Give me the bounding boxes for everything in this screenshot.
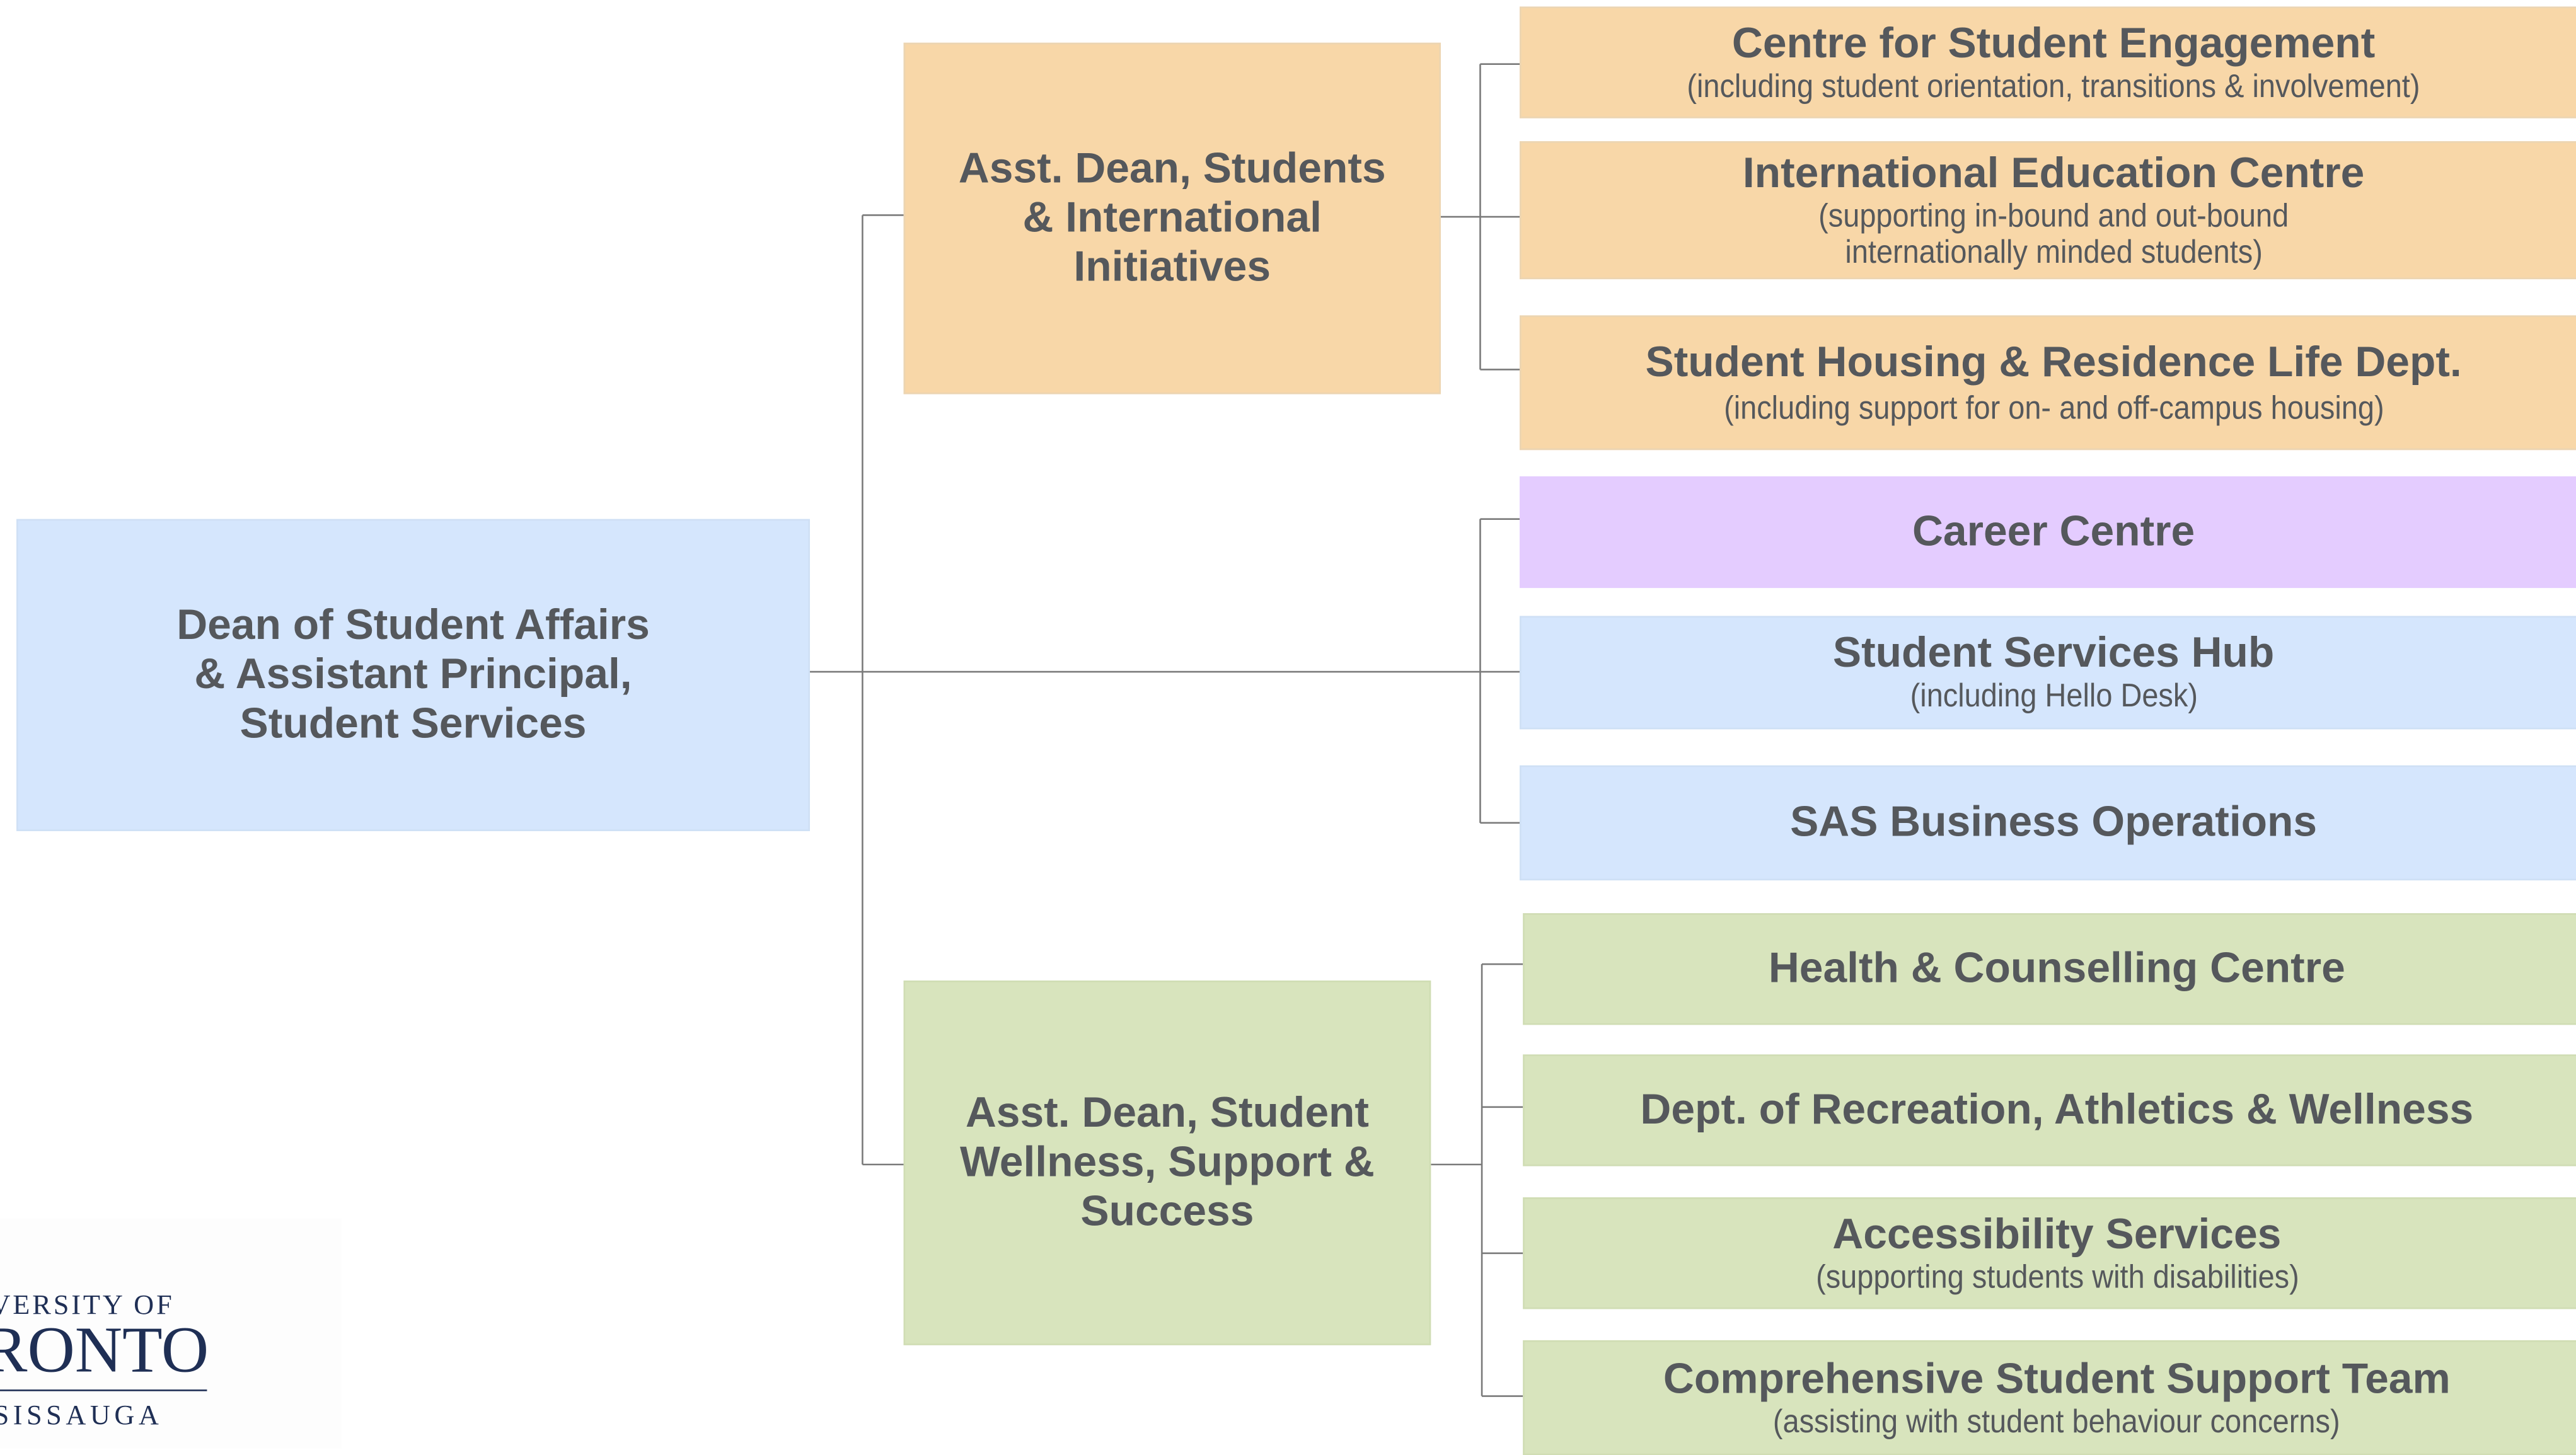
unit-recreation-athletics: Dept. of Recreation, Athletics & Wellnes… [1523, 1054, 2576, 1166]
logo-line-1: VERSITY OF [0, 1289, 175, 1321]
unit-student-housing: Student Housing & Residence Life Dept. (… [1520, 315, 2576, 451]
unit-career-centre: Career Centre [1520, 476, 2576, 589]
unit-international-education: International Education Centre (supporti… [1520, 141, 2576, 280]
asst-dean-wellness-line-1: Asst. Dean, Student [965, 1087, 1369, 1137]
unit-title: Dept. of Recreation, Athletics & Wellnes… [1640, 1084, 2474, 1134]
university-logo: VERSITY OF RONTO SISSAUGA [0, 1219, 342, 1449]
unit-title: Career Centre [1912, 505, 2195, 556]
unit-title: SAS Business Operations [1790, 797, 2318, 846]
asst-dean-wellness-line-2: Wellness, Support & [960, 1136, 1375, 1187]
unit-health-counselling: Health & Counselling Centre [1523, 913, 2576, 1025]
unit-student-support-team: Comprehensive Student Support Team (assi… [1523, 1340, 2576, 1455]
unit-subtitle: internationally minded students) [1844, 234, 2263, 271]
unit-subtitle: (including support for on- and off-campu… [1723, 390, 2384, 427]
unit-subtitle: (supporting in-bound and out-bound [1818, 198, 2289, 234]
dean-title-line-1: Dean of Student Affairs [176, 599, 650, 649]
unit-accessibility-services: Accessibility Services (supporting stude… [1523, 1197, 2576, 1309]
asst-dean-international-line-2: & International [1022, 192, 1322, 242]
unit-subtitle: (including student orientation, transiti… [1687, 68, 2420, 105]
unit-student-engagement: Centre for Student Engagement (including… [1520, 6, 2576, 118]
asst-dean-wellness-box: Asst. Dean, Student Wellness, Support & … [903, 981, 1431, 1345]
unit-student-services-hub: Student Services Hub (including Hello De… [1520, 616, 2576, 730]
unit-title: Accessibility Services [1832, 1209, 2282, 1258]
asst-dean-international-box: Asst. Dean, Students & International Ini… [903, 42, 1441, 394]
unit-title: International Education Centre [1742, 147, 2365, 197]
unit-title: Health & Counselling Centre [1768, 943, 2345, 992]
logo-divider [0, 1389, 207, 1391]
asst-dean-wellness-line-3: Success [1080, 1185, 1254, 1235]
asst-dean-international-line-3: Initiatives [1073, 241, 1271, 291]
unit-subtitle: (assisting with student behaviour concer… [1773, 1403, 2341, 1441]
logo-line-3: SISSAUGA [0, 1399, 163, 1431]
unit-subtitle: (supporting students with disabilities) [1815, 1259, 2299, 1296]
dean-box: Dean of Student Affairs & Assistant Prin… [16, 519, 811, 831]
unit-title: Comprehensive Student Support Team [1663, 1353, 2451, 1403]
asst-dean-international-line-1: Asst. Dean, Students [958, 143, 1386, 193]
dean-title-line-2: & Assistant Principal, [194, 648, 632, 698]
unit-subtitle: (including Hello Desk) [1909, 679, 2198, 715]
unit-title: Centre for Student Engagement [1731, 18, 2376, 67]
logo-line-2: RONTO [0, 1312, 209, 1386]
unit-title: Student Services Hub [1832, 628, 2275, 677]
dean-title-line-3: Student Services [240, 698, 587, 747]
unit-sas-business-operations: SAS Business Operations [1520, 765, 2576, 881]
unit-title: Student Housing & Residence Life Dept. [1645, 336, 2462, 386]
